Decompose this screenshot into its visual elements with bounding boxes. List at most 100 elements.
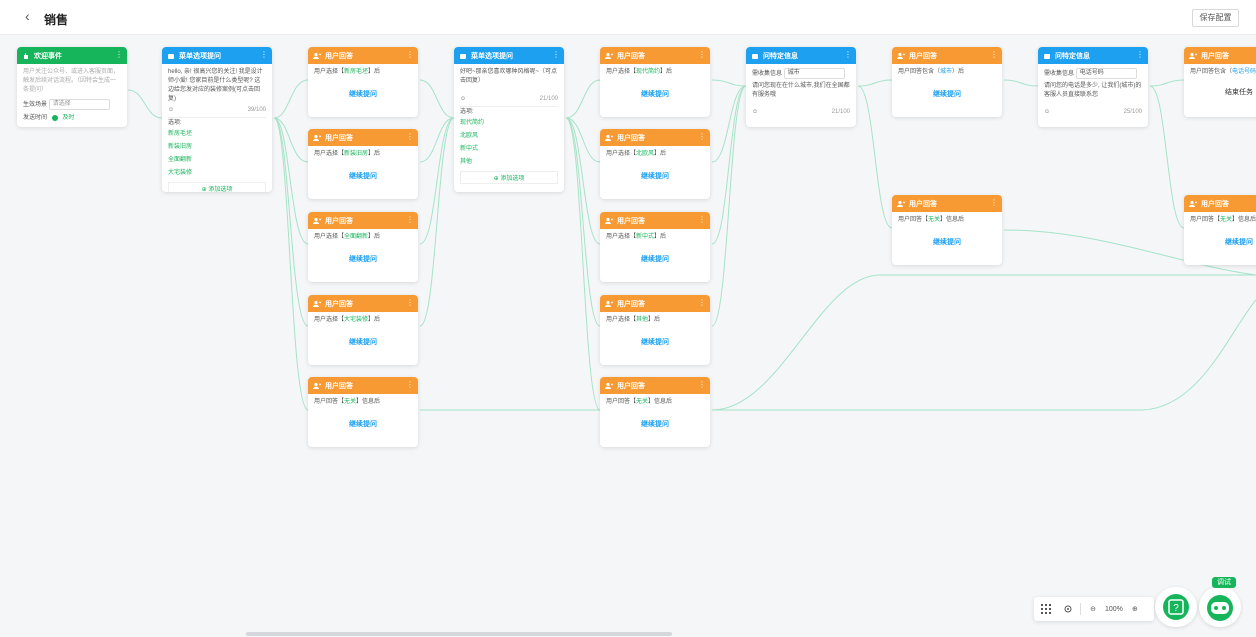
- condition-value: 北欧风: [636, 151, 655, 157]
- user-icon: [605, 52, 613, 60]
- more-icon[interactable]: ⋮: [406, 380, 414, 389]
- user-reply-node[interactable]: 用户回答 ⋮ 用户选择【新房毛坯】后 继续提问: [308, 47, 418, 117]
- more-icon[interactable]: ⋮: [552, 50, 560, 59]
- more-icon[interactable]: ⋮: [406, 50, 414, 59]
- more-icon[interactable]: ⋮: [406, 215, 414, 224]
- radio-icon[interactable]: [51, 114, 58, 121]
- more-icon[interactable]: ⋮: [1136, 50, 1144, 59]
- scene-select[interactable]: 请选择: [48, 99, 110, 110]
- add-option-button[interactable]: ⊕ 添加选项: [168, 182, 266, 192]
- user-icon: [605, 300, 613, 308]
- continue-ask-button[interactable]: 继续提问: [349, 91, 377, 98]
- emoji-icon[interactable]: ☺: [1044, 109, 1051, 116]
- user-reply-node[interactable]: 用户回答 ⋮ 用户选择【全面翻新】后 继续提问: [308, 212, 418, 282]
- condition-prefix: 用户回答【: [606, 399, 637, 405]
- menu-question-node[interactable]: 菜单选项提问 ⋮ 好吧~那亲您喜欢哪种风格呢~（可点击回复） ☺21/100 选…: [454, 47, 564, 192]
- node-header: 用户回答 ⋮: [600, 129, 710, 146]
- user-reply-node[interactable]: 用户回答 ⋮ 用户选择【大宅装修】后 继续提问: [308, 295, 418, 365]
- user-icon: [313, 217, 321, 225]
- user-icon: [605, 217, 613, 225]
- node-header: 菜单选项提问 ⋮: [162, 47, 272, 64]
- continue-ask-button[interactable]: 继续提问: [641, 339, 669, 346]
- continue-ask-button[interactable]: 继续提问: [641, 421, 669, 428]
- continue-ask-button[interactable]: 继续提问: [933, 91, 961, 98]
- option-item[interactable]: 全面翻新: [168, 157, 193, 163]
- debug-robot-button[interactable]: [1199, 587, 1241, 627]
- node-header: 用户回答 ⋮: [892, 195, 1002, 212]
- continue-ask-button[interactable]: 继续提问: [349, 421, 377, 428]
- more-icon[interactable]: ⋮: [990, 50, 998, 59]
- node-header: 用户回答 ⋮: [308, 47, 418, 64]
- user-reply-node[interactable]: 用户回答 ⋮ 用户回答包含（电话号码 结束任务: [1184, 47, 1256, 117]
- grid-icon[interactable]: [1038, 601, 1054, 617]
- save-config-button[interactable]: 保存配置: [1192, 9, 1239, 27]
- ask-info-node[interactable]: 问特定信息 ⋮ 需收集信息 城市 请问您现在在什么城市,我们在全国都有服务哦 ☺…: [746, 47, 856, 127]
- more-icon[interactable]: ⋮: [698, 50, 706, 59]
- collect-select[interactable]: 电话号码: [1075, 68, 1137, 79]
- page-title: 销售: [44, 13, 69, 27]
- more-icon[interactable]: ⋮: [115, 50, 123, 59]
- welcome-event-node[interactable]: 欢迎事件 ⋮ 用户关注公众号、或进入客服页面，触发后续对话流程。（因特会生成一条…: [17, 47, 127, 128]
- more-icon[interactable]: ⋮: [406, 132, 414, 141]
- condition-prefix: 用户选择【: [606, 151, 637, 157]
- user-icon: [1189, 52, 1197, 60]
- option-item[interactable]: 现代简约: [460, 120, 485, 126]
- more-icon[interactable]: ⋮: [406, 298, 414, 307]
- options-label: 选项:: [168, 117, 266, 128]
- emoji-icon[interactable]: ☺: [460, 96, 467, 102]
- continue-ask-button[interactable]: 继续提问: [641, 91, 669, 98]
- robot-icon: [1043, 52, 1051, 60]
- continue-ask-button[interactable]: 继续提问: [933, 239, 961, 246]
- user-reply-node[interactable]: 用户回答 ⋮ 用户选择【其他】后 继续提问: [600, 295, 710, 365]
- locate-icon[interactable]: [1060, 601, 1076, 617]
- option-item[interactable]: 新中式: [460, 146, 479, 152]
- user-reply-node[interactable]: 用户回答 ⋮ 用户选择【新装旧房】后 继续提问: [308, 129, 418, 199]
- continue-ask-button[interactable]: 继续提问: [641, 256, 669, 263]
- option-item[interactable]: 大宅装修: [168, 170, 193, 176]
- collect-select[interactable]: 城市: [783, 68, 845, 79]
- continue-ask-button[interactable]: 继续提问: [641, 173, 669, 180]
- user-reply-node[interactable]: 用户回答 ⋮ 用户回答【无关】信息后 继续提问: [308, 377, 418, 447]
- more-icon[interactable]: ⋮: [698, 298, 706, 307]
- user-reply-node[interactable]: 用户回答 ⋮ 用户选择【现代简约】后 继续提问: [600, 47, 710, 117]
- condition-value: 无关: [344, 399, 357, 405]
- continue-ask-button[interactable]: 继续提问: [349, 256, 377, 263]
- user-reply-node[interactable]: 用户回答 ⋮ 用户回答【无关】信息后 继续提问: [892, 195, 1002, 265]
- collect-label: 需收集信息: [1044, 71, 1075, 78]
- back-icon[interactable]: ‹: [25, 8, 30, 24]
- user-reply-node[interactable]: 用户回答 ⋮ 用户回答【无关】信息后 继续提问: [1184, 195, 1256, 265]
- more-icon[interactable]: ⋮: [260, 50, 268, 59]
- condition-prefix: 用户选择【: [314, 151, 345, 157]
- more-icon[interactable]: ⋮: [698, 380, 706, 389]
- more-icon[interactable]: ⋮: [698, 132, 706, 141]
- continue-ask-button[interactable]: 继续提问: [1225, 239, 1253, 246]
- zoom-in-icon[interactable]: ⊕: [1131, 606, 1138, 613]
- menu-question-node[interactable]: 菜单选项提问 ⋮ hello, 亲! 很高兴您的关注! 我是设计师小爱! 您家目…: [162, 47, 272, 192]
- more-icon[interactable]: ⋮: [990, 198, 998, 207]
- user-reply-node[interactable]: 用户回答 ⋮ 用户选择【新中式】后 继续提问: [600, 212, 710, 282]
- user-reply-node[interactable]: 用户回答 ⋮ 用户回答【无关】信息后 继续提问: [600, 377, 710, 447]
- help-button[interactable]: ?: [1155, 587, 1197, 627]
- emoji-icon[interactable]: ☺: [752, 109, 759, 116]
- add-option-button[interactable]: ⊕ 添加选项: [460, 171, 558, 184]
- horizontal-scrollbar[interactable]: [246, 632, 672, 636]
- ask-info-node[interactable]: 问特定信息 ⋮ 需收集信息 电话号码 请问您的电话是多少, 让我们(城市)的客服…: [1038, 47, 1148, 127]
- option-item[interactable]: 新房毛坯: [168, 131, 193, 137]
- continue-ask-button[interactable]: 继续提问: [349, 173, 377, 180]
- emoji-icon[interactable]: ☺: [168, 107, 175, 113]
- continue-ask-button[interactable]: 继续提问: [349, 339, 377, 346]
- zoom-out-icon[interactable]: ⊖: [1090, 606, 1096, 613]
- canvas-toolbar: ⊖ 100% ⊕: [1034, 597, 1154, 621]
- condition-suffix: 】信息后: [940, 217, 965, 223]
- more-icon[interactable]: ⋮: [844, 50, 852, 59]
- more-icon[interactable]: ⋮: [698, 215, 706, 224]
- condition-value: 无关: [1220, 217, 1233, 223]
- condition-prefix: 用户回答【: [898, 217, 929, 223]
- user-reply-node[interactable]: 用户回答 ⋮ 用户选择【北欧风】后 继续提问: [600, 129, 710, 199]
- reply-condition: 用户选择【全面翻新】后: [314, 233, 412, 242]
- option-item[interactable]: 北欧风: [460, 133, 479, 139]
- user-reply-node[interactable]: 用户回答 ⋮ 用户回答包含（城市）后 继续提问: [892, 47, 1002, 117]
- robot-icon: [167, 52, 175, 60]
- option-item[interactable]: 新装旧房: [168, 144, 193, 150]
- option-item[interactable]: 其他: [460, 159, 473, 165]
